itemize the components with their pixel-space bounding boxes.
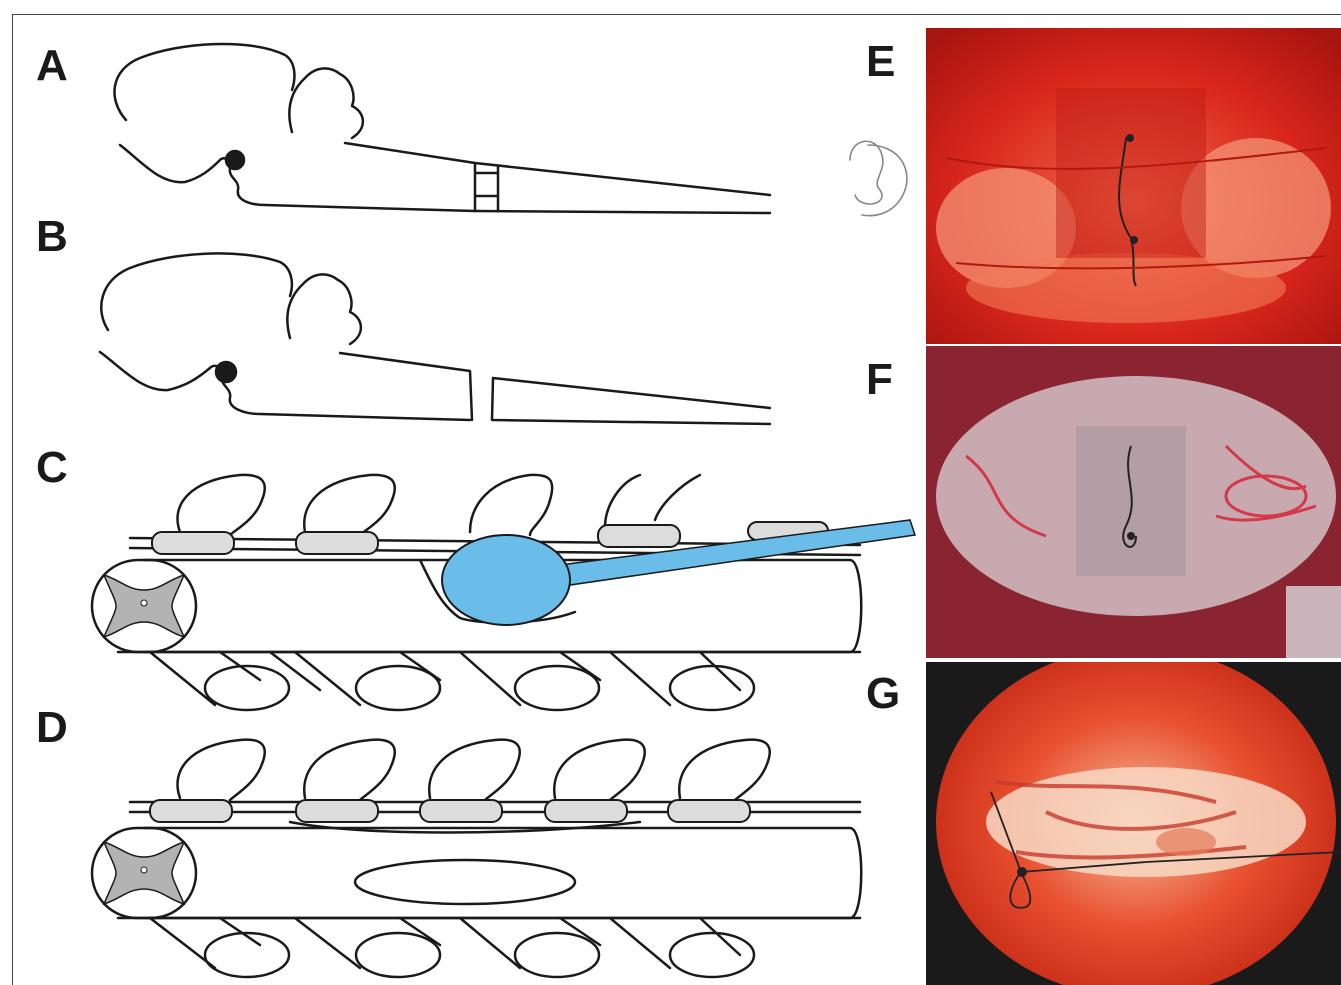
photo-e <box>926 28 1341 344</box>
panel-d-vertebral-body <box>545 800 627 822</box>
panel-d-vertebral-body <box>296 800 378 822</box>
panel-d-vertebral-body <box>668 800 750 822</box>
panel-a-sketch <box>114 44 906 216</box>
panel-c-vertebral-body <box>152 532 234 554</box>
panel-d-vertebral-body <box>420 800 502 822</box>
panel-d-vertebral-body <box>150 800 232 822</box>
panel-d-cross-section <box>104 842 184 904</box>
panel-d-sketch <box>92 740 861 977</box>
panel-c-vertebral-body <box>598 525 680 547</box>
panel-d-ventral-processes <box>150 918 754 977</box>
panel-d-spinous-processes <box>178 740 770 800</box>
panel-b-sketch <box>100 253 770 424</box>
photo-g <box>926 662 1341 985</box>
panel-c-vertebral-body <box>296 532 378 554</box>
photo-f <box>926 346 1341 658</box>
panel-c-ventral-processes <box>150 652 754 710</box>
panel-c-cross-section <box>104 575 184 637</box>
